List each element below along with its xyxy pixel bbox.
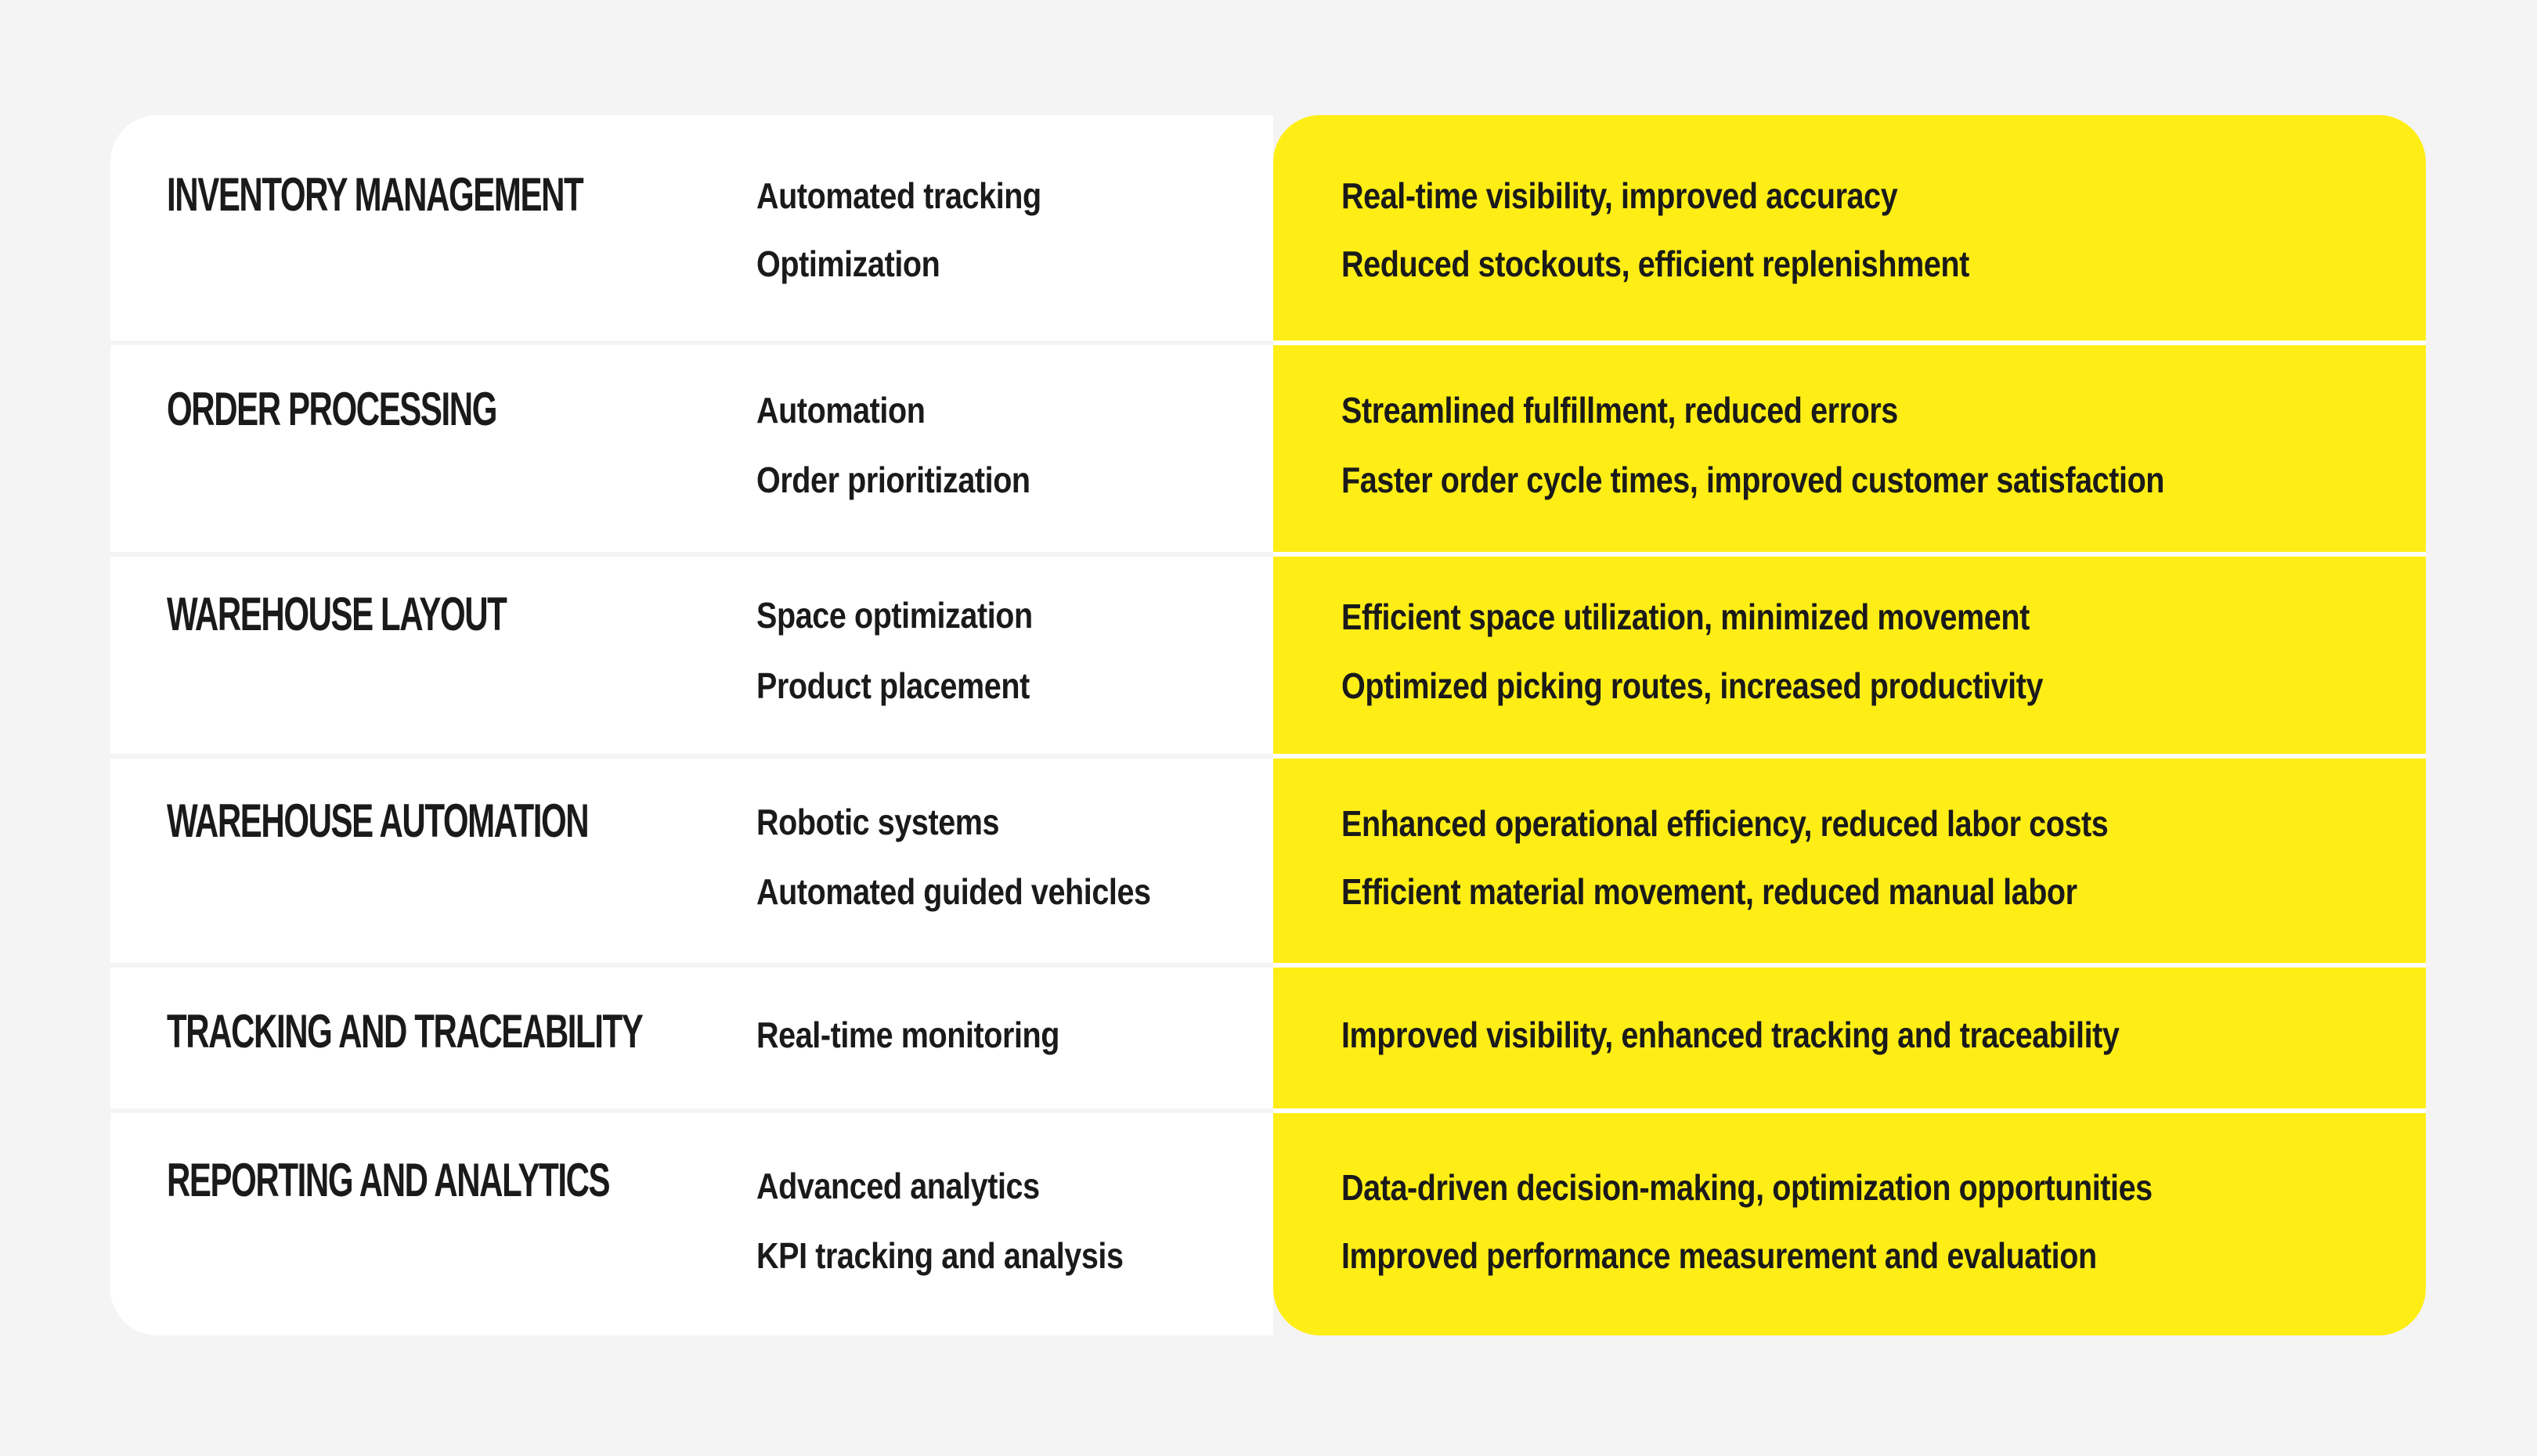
table-row: WAREHOUSE AUTOMATION Robotic systems Aut… bbox=[110, 759, 2426, 963]
benefit-text: Efficient material movement, reduced man… bbox=[1341, 871, 2077, 912]
feature-text: Robotic systems bbox=[756, 802, 1000, 842]
row-divider bbox=[1273, 341, 2426, 345]
table-row: INVENTORY MANAGEMENT Automated tracking … bbox=[110, 115, 2426, 341]
category-heading: INVENTORY MANAGEMENT bbox=[167, 168, 584, 221]
row-divider bbox=[1273, 963, 2426, 968]
row-divider bbox=[110, 341, 1273, 345]
feature-text: Automated guided vehicles bbox=[756, 871, 1151, 912]
row-left-cell bbox=[110, 557, 1273, 754]
benefit-text: Faster order cycle times, improved custo… bbox=[1341, 460, 2165, 500]
comparison-table: INVENTORY MANAGEMENT Automated tracking … bbox=[110, 115, 2426, 1335]
row-benefits-cell bbox=[1273, 557, 2426, 754]
row-benefits-cell bbox=[1273, 345, 2426, 552]
feature-text: Space optimization bbox=[756, 595, 1033, 636]
benefit-text: Streamlined fulfillment, reduced errors bbox=[1341, 390, 1898, 431]
feature-text: Product placement bbox=[756, 665, 1030, 706]
table-row: WAREHOUSE LAYOUT Space optimization Prod… bbox=[110, 557, 2426, 754]
row-divider bbox=[110, 963, 1273, 968]
row-divider bbox=[110, 1108, 1273, 1113]
row-benefits-cell bbox=[1273, 115, 2426, 341]
benefit-text: Enhanced operational efficiency, reduced… bbox=[1341, 803, 2109, 844]
category-heading: REPORTING AND ANALYTICS bbox=[167, 1154, 611, 1206]
row-left-cell bbox=[110, 968, 1273, 1108]
benefit-text: Optimized picking routes, increased prod… bbox=[1341, 665, 2044, 706]
row-benefits-cell bbox=[1273, 968, 2426, 1108]
benefit-text: Data-driven decision-making, optimizatio… bbox=[1341, 1167, 2153, 1208]
row-divider bbox=[110, 754, 1273, 759]
row-divider bbox=[110, 552, 1273, 557]
benefit-text: Reduced stockouts, efficient replenishme… bbox=[1341, 243, 1969, 284]
table-body: INVENTORY MANAGEMENT Automated tracking … bbox=[110, 115, 2426, 1335]
table-row: REPORTING AND ANALYTICS Advanced analyti… bbox=[110, 1113, 2426, 1335]
category-heading: WAREHOUSE LAYOUT bbox=[167, 588, 507, 640]
row-divider bbox=[1273, 1108, 2426, 1113]
feature-text: Order prioritization bbox=[756, 460, 1030, 500]
row-left-cell bbox=[110, 1113, 1273, 1335]
feature-text: Optimization bbox=[756, 243, 940, 284]
feature-text: Automated tracking bbox=[756, 175, 1041, 216]
row-divider bbox=[1273, 754, 2426, 759]
benefit-text: Real-time visibility, improved accuracy bbox=[1341, 175, 1898, 216]
feature-text: Advanced analytics bbox=[756, 1166, 1040, 1206]
feature-text: Automation bbox=[756, 390, 926, 431]
feature-text: KPI tracking and analysis bbox=[756, 1235, 1124, 1276]
benefit-text: Efficient space utilization, minimized m… bbox=[1341, 596, 2030, 637]
category-heading: ORDER PROCESSING bbox=[167, 383, 497, 435]
row-left-cell bbox=[110, 345, 1273, 552]
table-row: TRACKING AND TRACEABILITY Real-time moni… bbox=[110, 968, 2426, 1108]
row-benefits-cell bbox=[1273, 1113, 2426, 1335]
row-left-cell bbox=[110, 115, 1273, 341]
row-divider bbox=[1273, 552, 2426, 557]
table-row: ORDER PROCESSING Automation Order priori… bbox=[110, 345, 2426, 552]
benefit-text: Improved performance measurement and eva… bbox=[1341, 1235, 2097, 1276]
row-left-cell bbox=[110, 759, 1273, 963]
row-benefits-cell bbox=[1273, 759, 2426, 963]
category-heading: WAREHOUSE AUTOMATION bbox=[167, 795, 590, 847]
feature-text: Real-time monitoring bbox=[756, 1015, 1060, 1055]
benefit-text: Improved visibility, enhanced tracking a… bbox=[1341, 1015, 2120, 1055]
category-heading: TRACKING AND TRACEABILITY bbox=[167, 1005, 644, 1058]
